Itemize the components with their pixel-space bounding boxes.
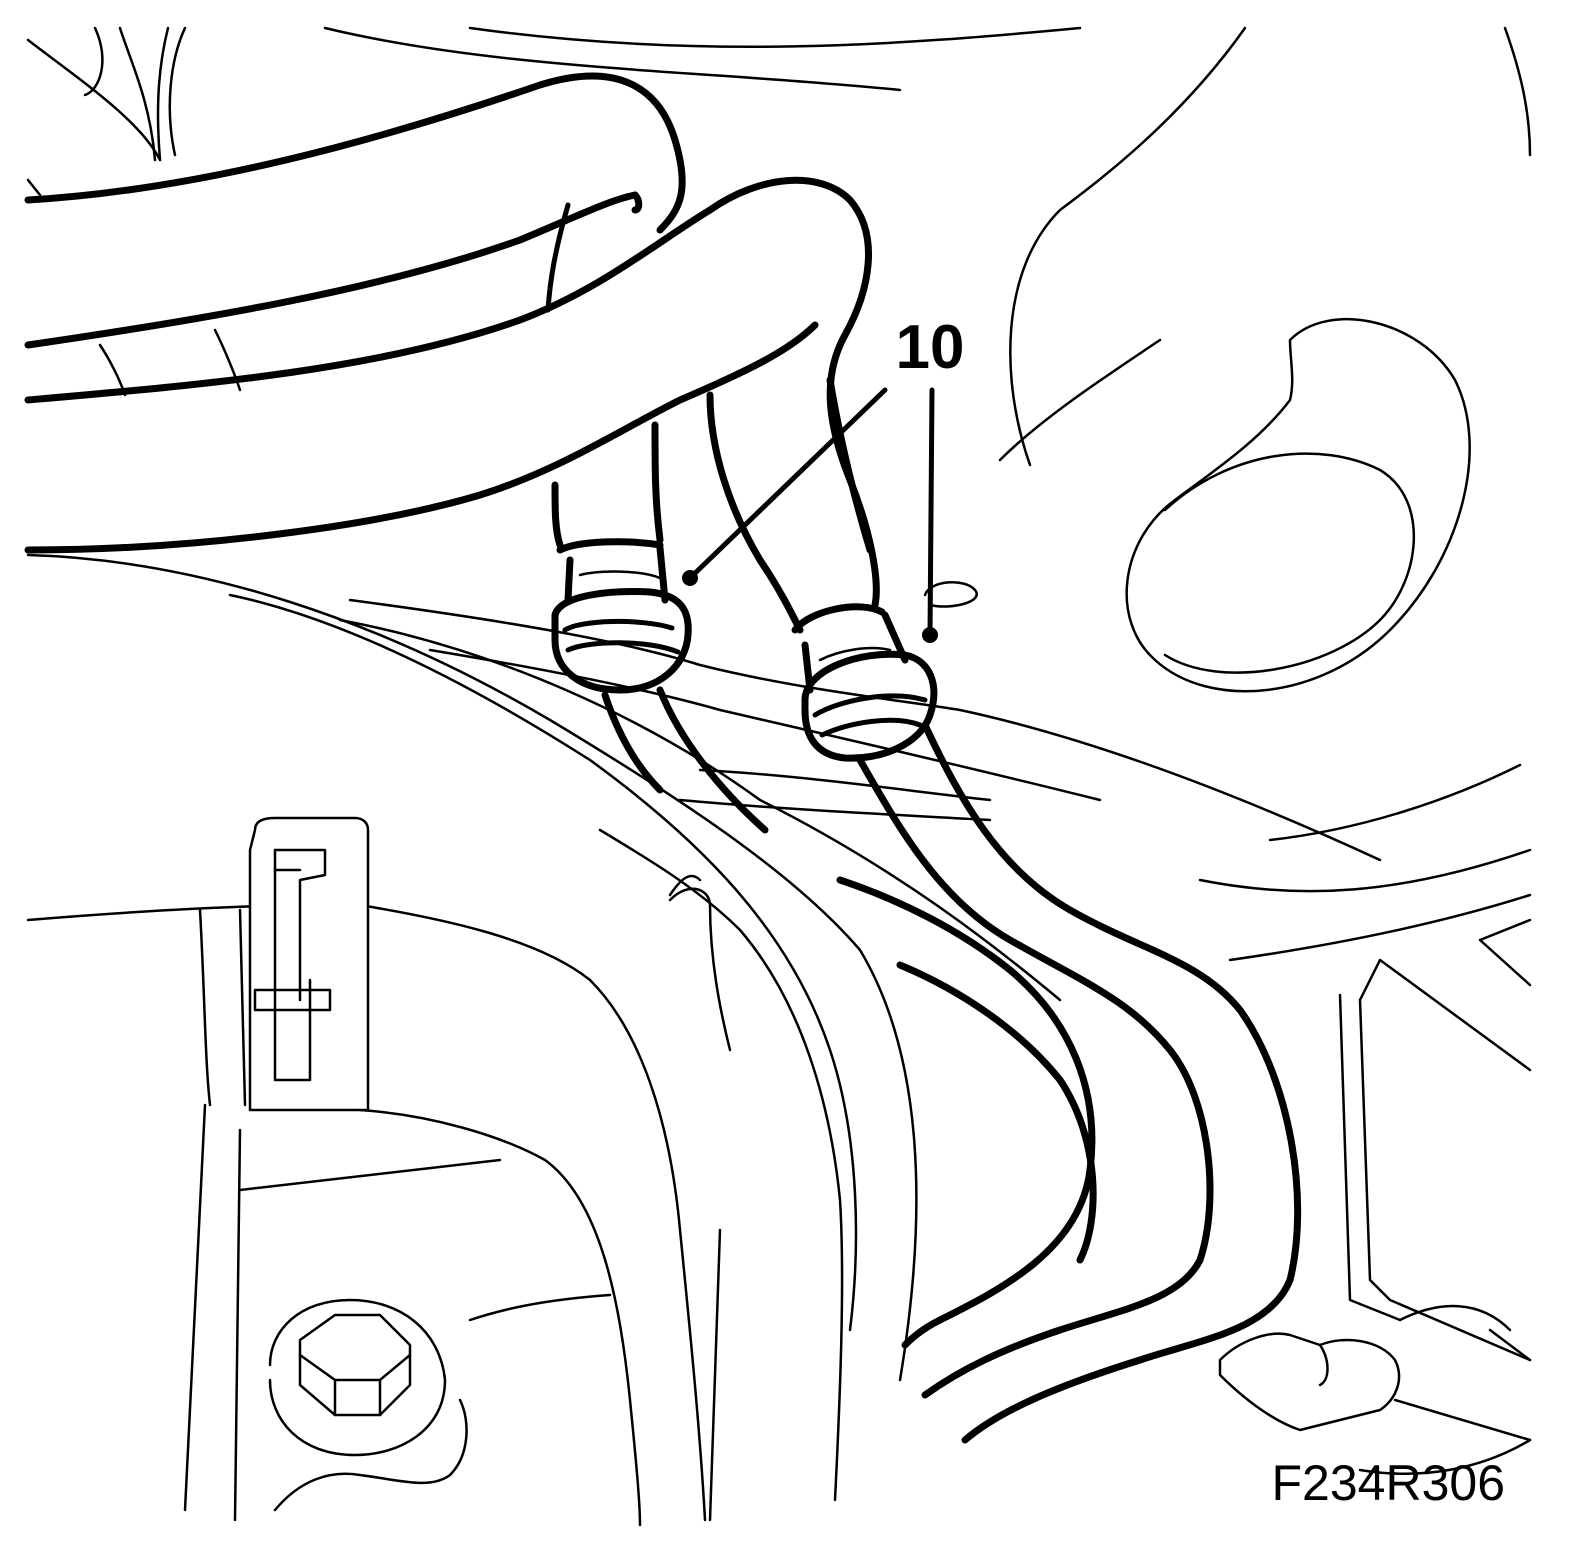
leader-dot-left <box>682 570 698 586</box>
callout-label-10: 10 <box>896 313 965 382</box>
lower-hoses <box>601 686 1302 1444</box>
hoses <box>24 72 880 634</box>
figure-id: F234R306 <box>1272 1455 1506 1511</box>
callout-leaders <box>682 387 938 643</box>
connector-fitting-right <box>791 603 938 762</box>
background-outlines <box>26 26 1532 1527</box>
leader-dot-right <box>922 627 938 643</box>
connector-fitting-left <box>551 538 692 694</box>
